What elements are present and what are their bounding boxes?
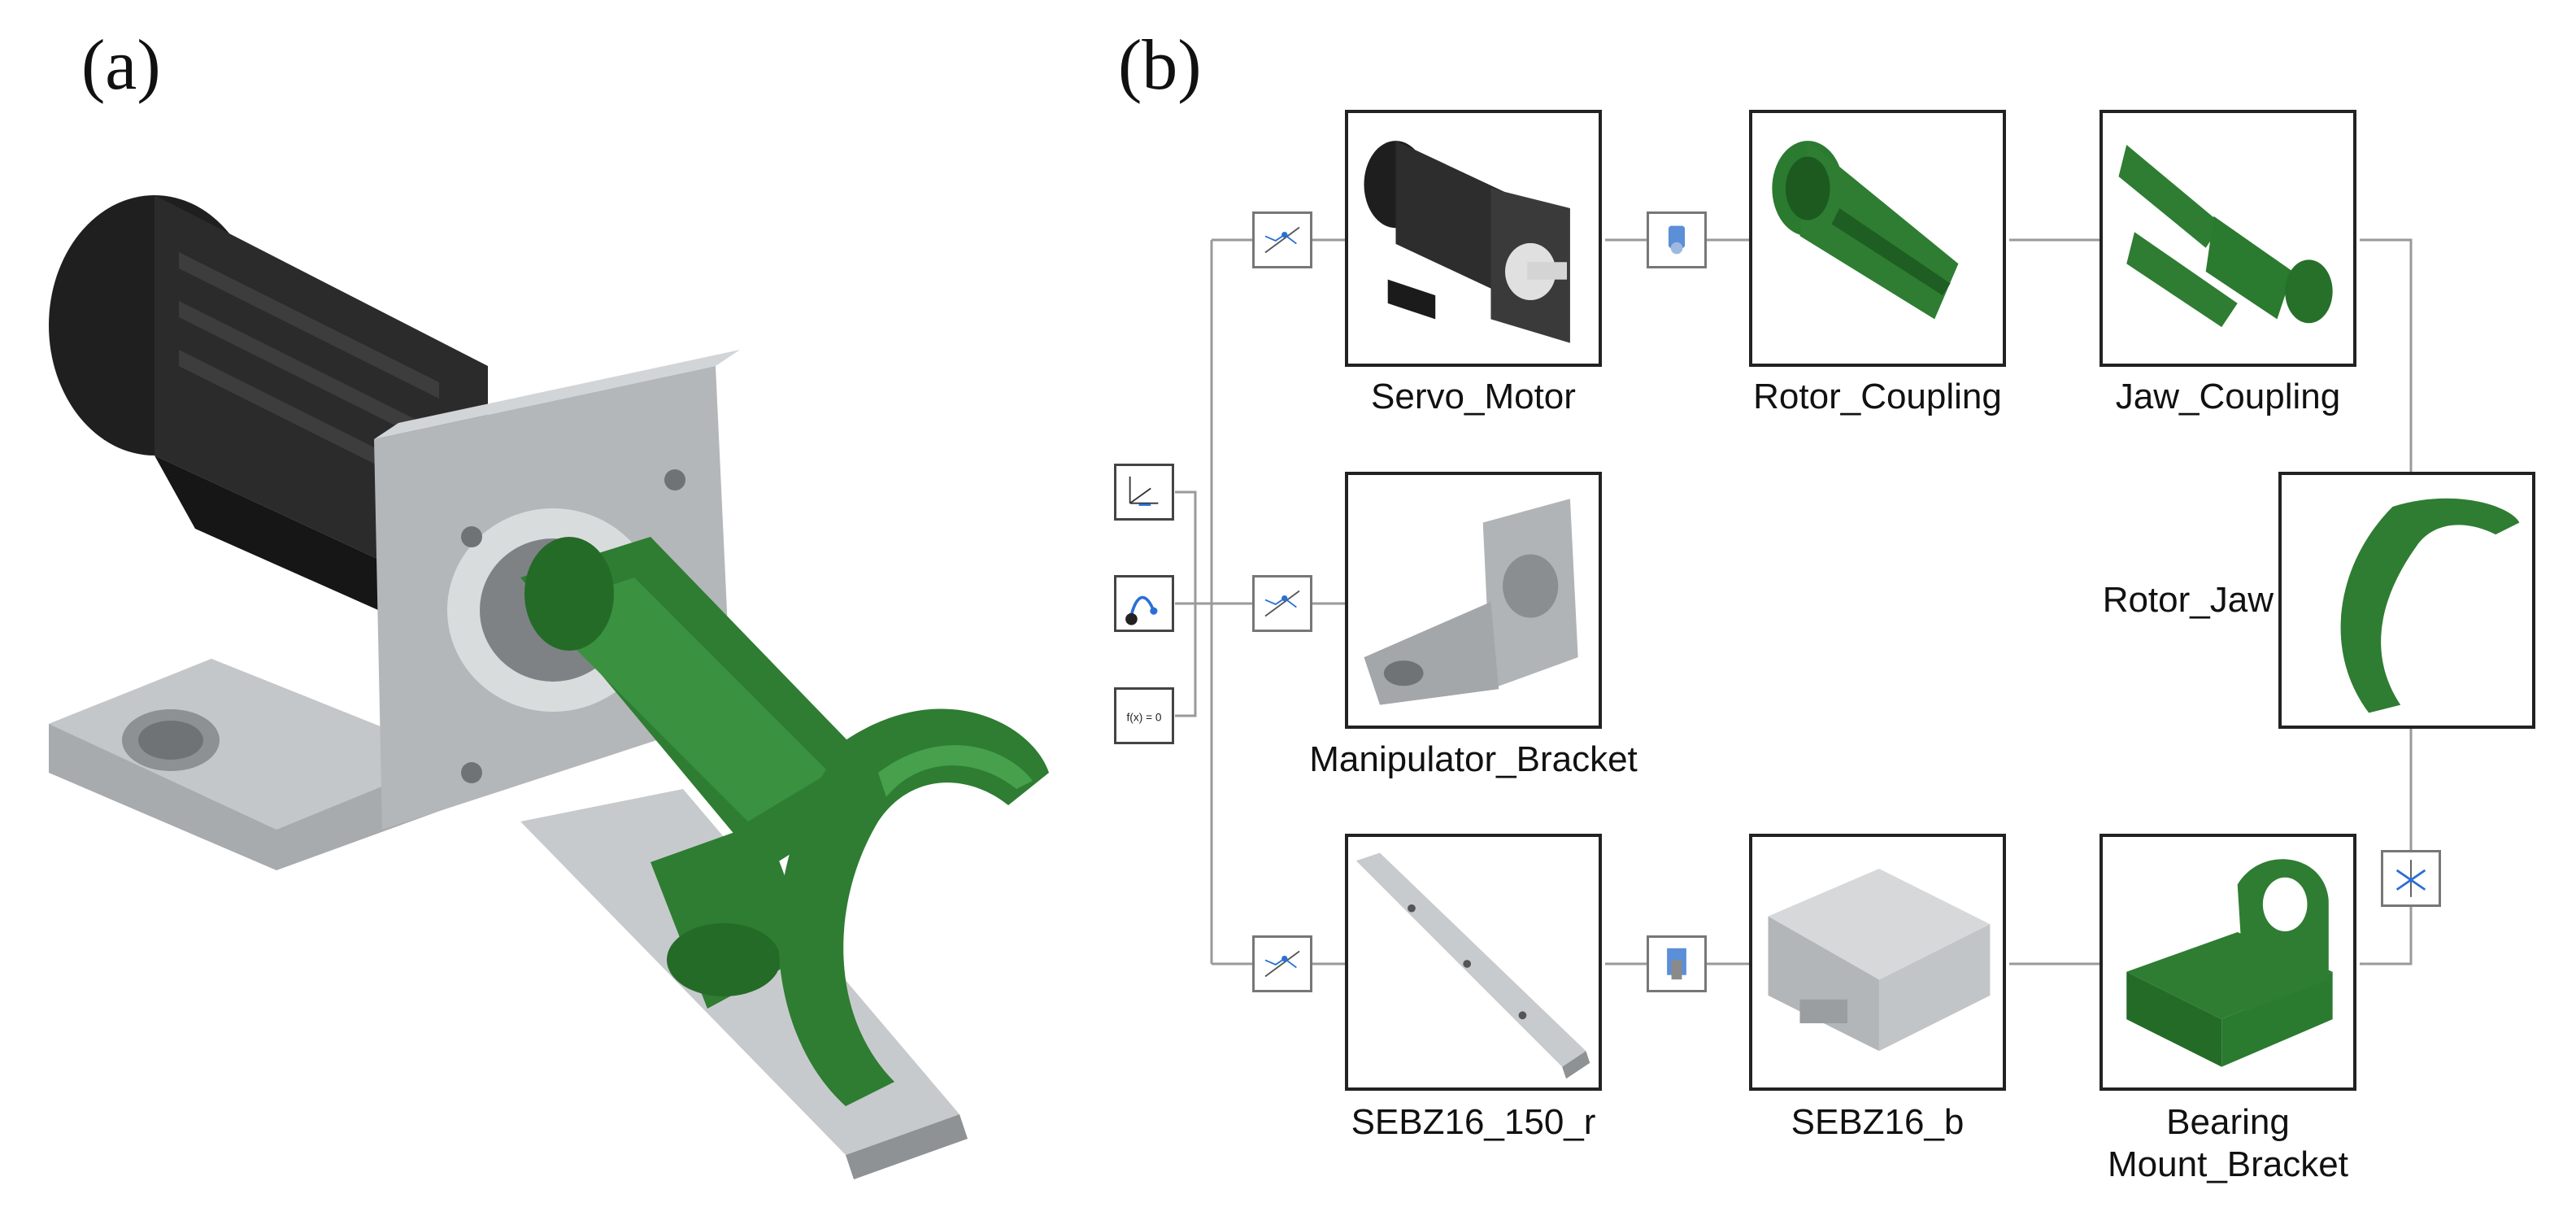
frame-axes-icon bbox=[1129, 476, 1159, 506]
panel-a-label: (a) bbox=[81, 26, 161, 105]
rigid-transform-block-3[interactable] bbox=[1252, 935, 1312, 992]
bearing-mount-bracket-icon bbox=[2126, 859, 2333, 1067]
bearing-mount-label-line1: Bearing bbox=[2166, 1102, 2290, 1142]
rotor-jaw-label: Rotor_Jaw bbox=[2102, 580, 2274, 620]
mechanism-config-block[interactable] bbox=[1114, 575, 1174, 632]
servo-motor-label: Servo_Motor bbox=[1371, 377, 1576, 416]
rigid-transform-icon bbox=[2395, 860, 2426, 897]
rotor-coupling-icon bbox=[1772, 141, 1959, 320]
bearing-mount-bracket-block[interactable] bbox=[2100, 834, 2356, 1091]
revolute-joint-block[interactable] bbox=[1647, 211, 1707, 268]
servo-motor-icon bbox=[1364, 141, 1570, 343]
rigid-transform-icon bbox=[1264, 950, 1300, 978]
assembly-render bbox=[49, 195, 1049, 1179]
panel-b-label: (b) bbox=[1118, 26, 1202, 105]
rigid-transform-icon bbox=[1264, 226, 1300, 254]
mechanism-config-icon bbox=[1125, 595, 1158, 625]
manipulator-bracket-label: Manipulator_Bracket bbox=[1309, 739, 1638, 779]
svg-text:f(x) = 0: f(x) = 0 bbox=[1126, 711, 1161, 723]
servo-motor-block[interactable] bbox=[1345, 110, 1602, 367]
manipulator-bracket-icon bbox=[1364, 499, 1578, 705]
linear-bearing-block-icon bbox=[1768, 868, 1991, 1052]
rigid-transform-block-1[interactable] bbox=[1252, 211, 1312, 268]
rigid-transform-block-2[interactable] bbox=[1252, 575, 1312, 632]
solver-config-icon: f(x) = 0 bbox=[1126, 711, 1161, 723]
rotor-coupling-block[interactable] bbox=[1749, 110, 2006, 367]
prismatic-joint-block[interactable] bbox=[1647, 935, 1707, 992]
jaw-coupling-label: Jaw_Coupling bbox=[2115, 377, 2341, 416]
rotor-jaw-icon bbox=[2340, 498, 2520, 713]
prismatic-joint-icon bbox=[1667, 948, 1686, 980]
rigid-transform-icon bbox=[1264, 590, 1300, 617]
jaw-coupling-icon bbox=[2118, 144, 2333, 328]
jaw-coupling-block[interactable] bbox=[2100, 110, 2356, 367]
sebz16-b-label: SEBZ16_b bbox=[1791, 1102, 1965, 1142]
sebz16-150-r-block[interactable] bbox=[1345, 834, 1602, 1091]
sebz16-b-block[interactable] bbox=[1749, 834, 2006, 1091]
bearing-mount-label-line2: Mount_Bracket bbox=[2108, 1144, 2348, 1184]
sebz16-150-r-label: SEBZ16_150_r bbox=[1351, 1102, 1596, 1142]
rotor-coupling-label: Rotor_Coupling bbox=[1753, 377, 2002, 416]
revolute-joint-icon bbox=[1668, 225, 1686, 255]
solver-config-block[interactable]: f(x) = 0 bbox=[1114, 687, 1174, 744]
bearing-mount-bracket-label: Bearing Mount_Bracket bbox=[2067, 1101, 2389, 1186]
linear-rail-icon bbox=[1355, 852, 1590, 1079]
rotor-jaw-block[interactable] bbox=[2278, 472, 2535, 729]
world-frame-block[interactable] bbox=[1114, 464, 1174, 521]
manipulator-bracket-block[interactable] bbox=[1345, 472, 1602, 729]
rigid-transform-block-4[interactable] bbox=[2381, 850, 2441, 907]
